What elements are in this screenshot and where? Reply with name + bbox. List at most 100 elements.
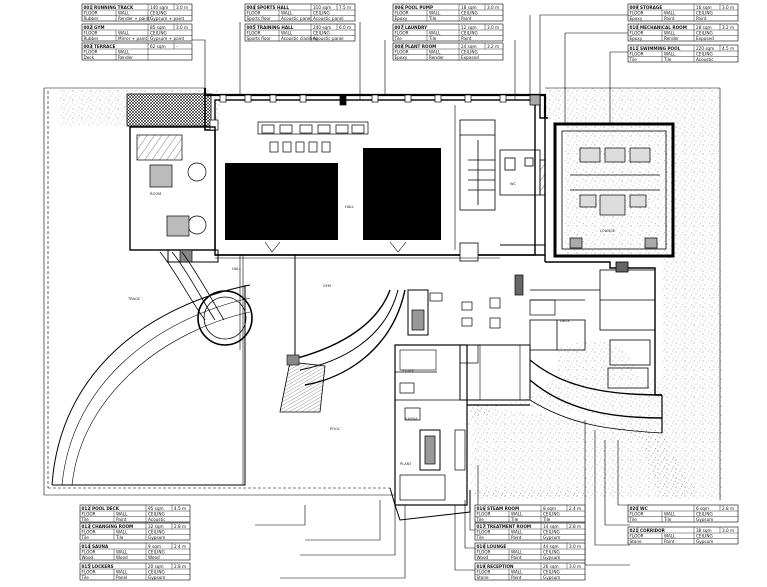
room-tag-name: STORAGE [640,5,662,10]
room-tag-field: WALL [664,51,676,56]
room-tag-code: 013 [82,524,91,529]
room-tag-value: Tile [629,57,638,62]
room-tag-frame [81,23,193,42]
room-tag-field: WALL [118,49,130,54]
room-tag-value: Render [429,55,444,60]
room-tag-value: Render [118,55,133,60]
room-tag-area: 220 sqm [696,46,714,51]
room-tag-value: Tile [394,36,403,41]
room-tag-value: Render [664,36,679,41]
room-tag-value: Rubber [84,16,99,21]
room-tag-value: Wood [82,555,94,560]
room-tag-field: WALL [664,511,676,516]
room-tag-value: Wood [148,555,160,560]
plant-room-equipment [569,147,660,249]
room-tag-value: Epoxy [395,16,408,21]
room-tag-name: LAUNDRY [405,25,428,30]
room-tag-name: LOUNGE [487,544,506,549]
room-tag-frame [474,562,586,581]
room-tag-field: FLOOR [477,549,491,554]
room-tag-field: FLOOR [82,511,96,516]
room-tag-value: Gypsum [696,539,713,544]
room-tag-value: Acoustic [148,517,166,522]
room-tag-field: WALL [116,569,128,574]
room-tag-area: 140 sqm [150,5,168,10]
room-tag-frame [79,522,191,541]
room-tag-name: TRAINING HALL [257,25,294,30]
room-tag-code: 012 [82,506,91,511]
room-tag-height: 7.5 m [339,5,351,10]
room-tag-field: CEILING [543,511,560,516]
room-tag-height: 3.0 m [487,25,499,30]
room-tag-frame [392,42,504,61]
room-tag-value: Tile [81,517,90,522]
room-tag-field: FLOOR [395,30,409,35]
room-tag-field: FLOOR [84,30,98,35]
room-tag-frame [79,504,191,523]
room-tag-value: Tile [510,517,519,522]
room-tag-name: STEAM ROOM [487,506,519,511]
room-tag-value: Epoxy [630,16,643,21]
room-tag-code: 010 [630,25,639,30]
room-tag-value: Tile [542,517,551,522]
room-tag-code: 017 [477,524,486,529]
room-tag-value: Tile [115,535,124,540]
room-tag-field: FLOOR [477,511,491,516]
room-tag-value: Epoxy [395,55,408,60]
room-tag-name: POOL DECK [92,506,120,511]
room-tag-field: CEILING [148,529,165,534]
room-tag-field: CEILING [148,569,165,574]
leader-lines [119,14,630,579]
room-tag-field: FLOOR [247,30,261,35]
room-tag-field: CEILING [696,51,713,56]
room-tag-frame [81,42,193,61]
room-tag-height: 3.0 m [569,544,581,549]
room-tag-height: 6.0 m [339,25,351,30]
room-tag-field: WALL [511,569,523,574]
room-tag-code: 015 [82,564,91,569]
room-tag-frame [244,23,356,42]
room-tag-field: FLOOR [477,529,491,534]
room-tag-value: Tile [476,535,485,540]
room-tag-code: 014 [82,544,91,549]
room-tag-area: 14 sqm [543,524,559,529]
planter-dark [126,93,212,127]
room-tag-code: 002 [84,25,93,30]
room-tag-field: FLOOR [84,49,98,54]
room-tag-value: Wood [477,555,489,560]
ne-core [459,119,546,262]
room-tag-value: Acoustic [696,57,714,62]
room-tag-field: CEILING [461,10,478,15]
room-tag-height: 4.5 m [174,506,186,511]
room-tag-field: FLOOR [395,10,409,15]
sports-hall-court-east [363,148,441,240]
room-tag-area: 26 sqm [543,564,559,569]
room-tag-frame [474,504,586,523]
room-tag-field: CEILING [150,30,167,35]
room-tag-frame [244,3,356,22]
room-label: TRACK [127,297,140,301]
room-tag-field: WALL [511,549,523,554]
room-tag-height: 3.0 m [487,5,499,10]
room-tag-value: Paint [511,555,522,560]
room-tag-height: 2.8 m [722,506,734,511]
room-tag-name: RECEPTION [487,564,514,569]
room-tag-code: 020 [630,506,639,511]
room-tag-value: Paint [511,535,522,540]
room-tag-value: Epoxy [630,36,643,41]
room-tag-value: Acoustic panel [313,16,344,21]
room-tag-value: Exposed [461,55,479,60]
room-tag-area: 38 sqm [696,528,712,533]
room-tag-field: CEILING [148,511,165,516]
room-tag-frame [627,44,739,63]
